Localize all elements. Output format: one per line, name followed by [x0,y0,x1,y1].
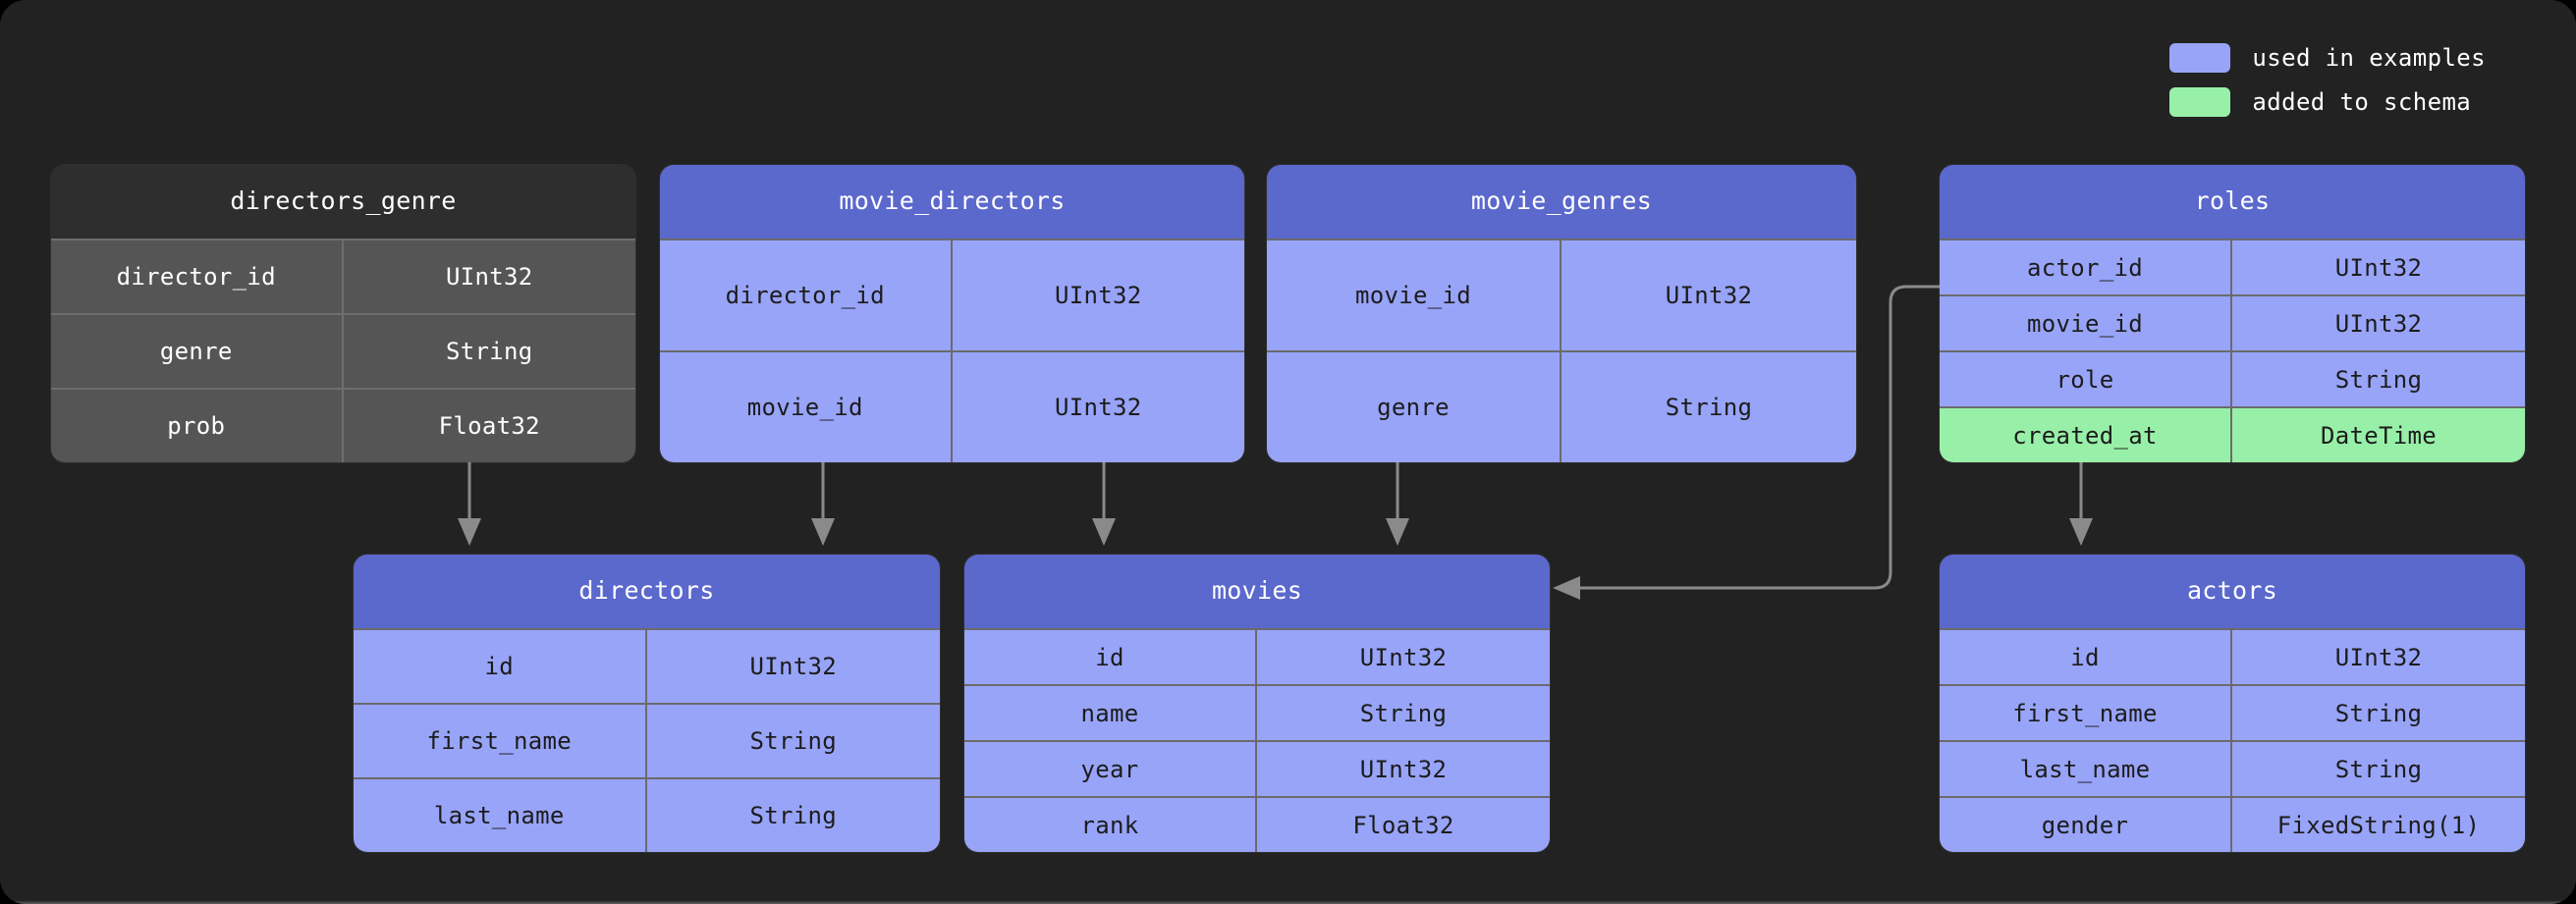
column-name: director_id [660,239,953,350]
table-row[interactable]: movie_id UInt32 [1267,239,1856,350]
column-type: UInt32 [343,239,635,313]
column-name: first_name [1940,684,2232,740]
edge-movie-genres-to-movies [1386,461,1409,546]
legend-label-used-in-examples: used in examples [2252,44,2486,72]
column-type: UInt32 [952,350,1244,462]
table-row[interactable]: first_name String [1940,684,2525,740]
column-type: DateTime [2232,406,2525,462]
column-name: genre [51,313,344,388]
table-row[interactable]: id UInt32 [1940,628,2525,684]
table-title-movie-genres: movie_genres [1267,165,1856,239]
table-row[interactable]: genre String [51,313,635,388]
table-row[interactable]: actor_id UInt32 [1940,239,2525,294]
table-row[interactable]: rank Float32 [964,796,1550,852]
column-type: UInt32 [1257,740,1550,796]
column-type: UInt32 [1257,628,1550,684]
column-name: genre [1267,350,1562,462]
column-name: director_id [51,239,344,313]
table-row[interactable]: director_id UInt32 [51,239,635,313]
column-type: Float32 [1257,796,1550,852]
column-type: Float32 [343,388,635,462]
table-row[interactable]: id UInt32 [964,628,1550,684]
column-type: String [1562,350,1856,462]
column-name: last_name [354,777,647,852]
column-name: movie_id [1940,294,2232,350]
column-type: UInt32 [2232,239,2525,294]
table-title-actors: actors [1940,555,2525,628]
table-movie-directors[interactable]: movie_directors director_id UInt32 movie… [660,165,1244,462]
legend-label-added-to-schema: added to schema [2252,88,2472,116]
table-movies[interactable]: movies id UInt32 name String year UInt32… [964,555,1550,852]
table-title-directors: directors [354,555,940,628]
table-row-added-created-at[interactable]: created_at DateTime [1940,406,2525,462]
column-type: UInt32 [2232,628,2525,684]
column-name: id [354,628,647,703]
table-row[interactable]: last_name String [1940,740,2525,796]
table-roles[interactable]: roles actor_id UInt32 movie_id UInt32 ro… [1940,165,2525,462]
table-title-movie-directors: movie_directors [660,165,1244,239]
table-title-roles: roles [1940,165,2525,239]
table-directors-genre[interactable]: directors_genre director_id UInt32 genre… [51,165,635,462]
table-row[interactable]: director_id UInt32 [660,239,1244,350]
table-row[interactable]: movie_id UInt32 [1940,294,2525,350]
column-name: movie_id [1267,239,1562,350]
column-name: id [964,628,1257,684]
column-name: name [964,684,1257,740]
column-type: FixedString(1) [2232,796,2525,852]
column-name: first_name [354,703,647,777]
table-row[interactable]: genre String [1267,350,1856,462]
column-type: String [1257,684,1550,740]
legend-swatch-added-to-schema [2169,87,2231,117]
table-movie-genres[interactable]: movie_genres movie_id UInt32 genre Strin… [1267,165,1856,462]
edge-movie-directors-to-directors [811,461,835,546]
column-type: UInt32 [1562,239,1856,350]
table-actors[interactable]: actors id UInt32 first_name String last_… [1940,555,2525,852]
clipped-content-strip [0,898,2576,904]
edge-movie-directors-to-movies [1092,461,1116,546]
legend-swatch-used-in-examples [2169,43,2231,73]
legend-item-used-in-examples: used in examples [2169,43,2486,73]
column-name: role [1940,350,2232,406]
column-name: movie_id [660,350,953,462]
table-row[interactable]: role String [1940,350,2525,406]
column-name: created_at [1940,406,2232,462]
column-name: rank [964,796,1257,852]
table-row[interactable]: prob Float32 [51,388,635,462]
column-type: String [2232,684,2525,740]
column-type: String [2232,350,2525,406]
table-directors[interactable]: directors id UInt32 first_name String la… [354,555,940,852]
column-name: year [964,740,1257,796]
table-row[interactable]: movie_id UInt32 [660,350,1244,462]
table-row[interactable]: gender FixedString(1) [1940,796,2525,852]
column-name: actor_id [1940,239,2232,294]
table-row[interactable]: id UInt32 [354,628,940,703]
column-name: gender [1940,796,2232,852]
column-type: String [646,703,940,777]
table-row[interactable]: last_name String [354,777,940,852]
column-name: prob [51,388,344,462]
column-type: UInt32 [2232,294,2525,350]
column-type: String [646,777,940,852]
table-row[interactable]: year UInt32 [964,740,1550,796]
column-type: UInt32 [952,239,1244,350]
table-row[interactable]: first_name String [354,703,940,777]
edge-directors-genre-to-directors [458,461,481,546]
table-title-directors-genre: directors_genre [51,165,635,239]
legend: used in examples added to schema [2169,43,2486,117]
edge-roles-to-actors [2069,459,2093,546]
column-type: String [343,313,635,388]
column-type: String [2232,740,2525,796]
column-name: id [1940,628,2232,684]
column-type: UInt32 [646,628,940,703]
table-title-movies: movies [964,555,1550,628]
column-name: last_name [1940,740,2232,796]
table-row[interactable]: name String [964,684,1550,740]
legend-item-added-to-schema: added to schema [2169,87,2486,117]
